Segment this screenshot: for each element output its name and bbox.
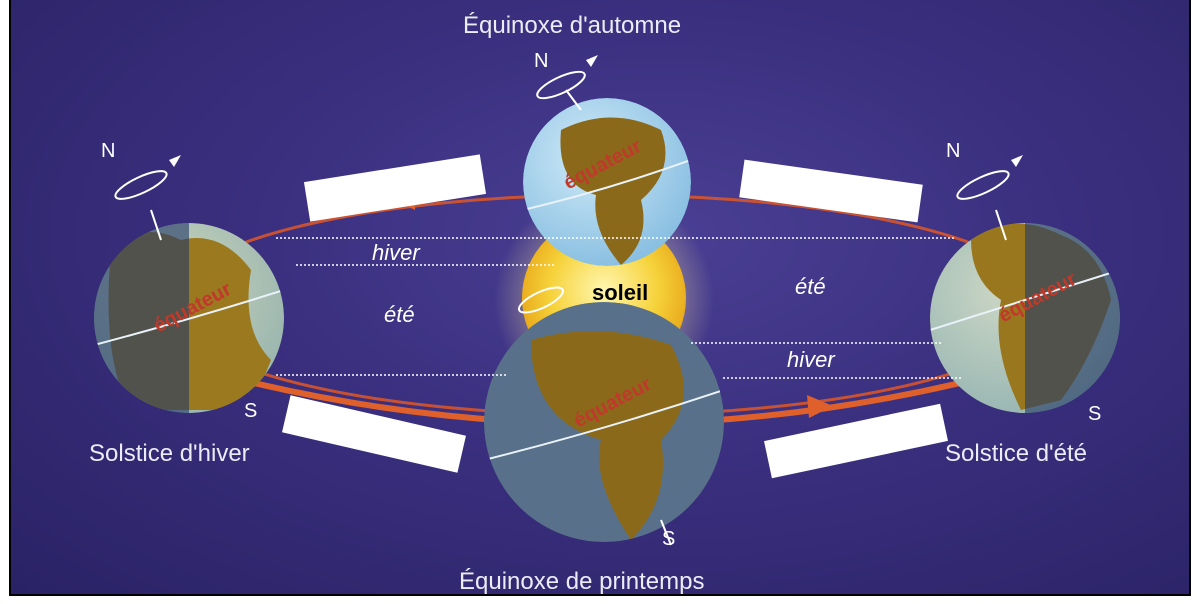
globe-summer-solstice	[930, 223, 1120, 413]
title-winter-solstice: Solstice d'hiver	[89, 440, 250, 467]
globe-spring-equinox	[484, 302, 724, 542]
axis-right	[995, 209, 1007, 241]
orbit-diagram	[94, 55, 1120, 546]
title-summer-solstice: Solstice d'été	[945, 440, 1087, 467]
orbit-arrow-bottom	[807, 395, 833, 418]
axis-top	[565, 89, 582, 111]
rotation-right	[956, 170, 1010, 200]
rotation-top	[536, 70, 586, 100]
axis-left	[150, 209, 162, 241]
pole-north-top: N	[534, 50, 549, 72]
rotation-left	[114, 170, 168, 200]
sun-label: soleil	[592, 280, 649, 305]
globe-autumn-equinox	[523, 98, 691, 266]
axis-bottom	[660, 519, 672, 546]
diagram-frame: Équinoxe d'automne Équinoxe de printemps…	[9, 0, 1191, 596]
rotation-bottom	[517, 286, 565, 314]
pole-north-right: N	[946, 140, 961, 162]
pole-south-left: S	[244, 400, 258, 422]
season-summer-right: été	[795, 274, 826, 299]
season-winter-right: hiver	[787, 347, 835, 372]
pole-south-bottom: S	[662, 528, 676, 550]
season-winter-left: hiver	[372, 240, 420, 265]
title-autumn-equinox: Équinoxe d'automne	[463, 12, 682, 39]
season-summer-left: été	[384, 302, 415, 327]
pole-north-left: N	[101, 140, 116, 162]
title-spring-equinox: Équinoxe de printemps	[459, 568, 705, 595]
pole-south-right: S	[1088, 403, 1102, 425]
